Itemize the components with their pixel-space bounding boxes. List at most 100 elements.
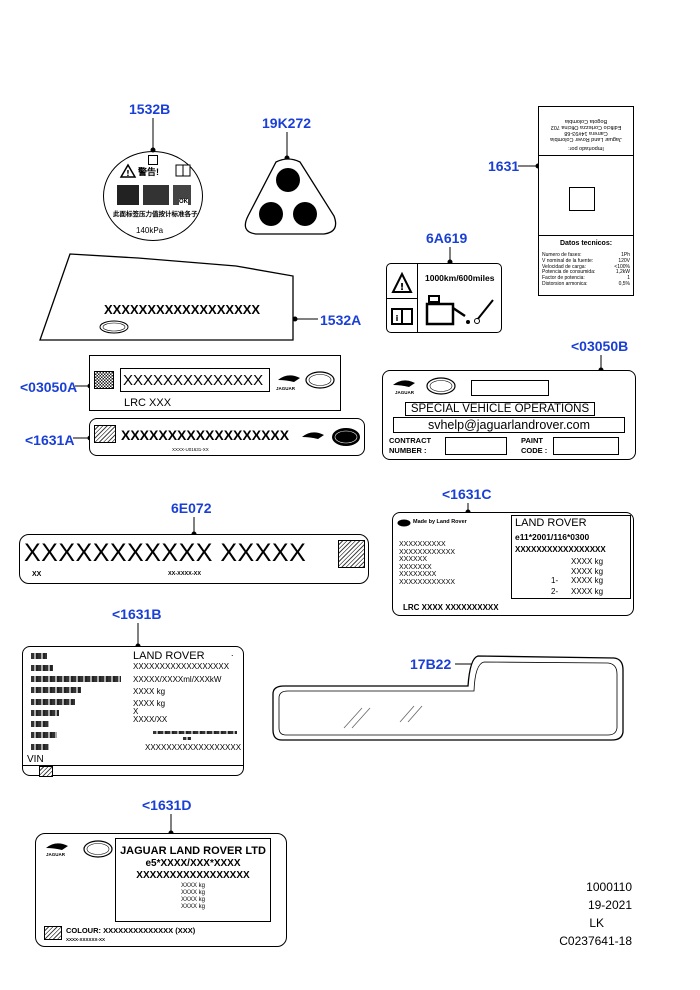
label-6E072: XXXXXXXXXXX XXXXX XX XX-XXXX-XX [19, 534, 369, 584]
blurred-field [153, 731, 237, 734]
weight: XXXX kg [571, 576, 604, 585]
vin: XXXXXXXXXXXXXXXXX [515, 545, 606, 554]
blurred-field [31, 665, 53, 671]
checker-swatch [94, 371, 114, 389]
footer-line-3: LK [589, 916, 604, 930]
label-1532A-code: XXXXXXXXXXXXXXXXXX [104, 302, 261, 317]
callout-1631A: <1631A [25, 432, 75, 448]
ok-text: OK [179, 199, 188, 205]
lrc-text: LRC XXX [124, 397, 172, 409]
land-rover-logo-icon [397, 519, 411, 527]
tech-row: Numero de fases:1Ph [542, 252, 630, 258]
left-line: XXXXXXXX [399, 571, 437, 579]
callout-03050B: <03050B [571, 338, 629, 354]
code-box [120, 368, 270, 392]
code-label: CODE : [521, 446, 548, 455]
left-line: XXXXXXXXXXXX [399, 578, 456, 586]
blurred-field [31, 732, 57, 738]
svg-text:!: ! [400, 282, 405, 293]
label-1532B: ! 警告! OK 此面标签压力值按计标准各子 140kPa [103, 151, 203, 241]
sub-text: XXXX-U01631-XX [172, 447, 209, 452]
tech-row: Velocidad de carga:<100% [542, 263, 630, 270]
vin-label: VIN [27, 754, 44, 765]
footer-line-4: C0237641-18 [559, 934, 632, 948]
callout-1631B: <1631B [112, 606, 162, 622]
footer-line-1: 1000110 [586, 880, 632, 894]
email-text: svhelp@jaguarlandrover.com [427, 418, 591, 432]
weight: XXXX kg [571, 587, 604, 596]
label-6A619: ! i 1000km/600miles [386, 263, 502, 333]
divider [23, 765, 243, 766]
tech-row: Distorsion armonica:0,5% [542, 280, 630, 287]
brand-logos-icon [393, 377, 456, 395]
warning-text: 警告! [138, 167, 159, 177]
jaguar-wordmark: JAGUAR [276, 386, 296, 391]
line: X [133, 707, 139, 716]
svo-box [405, 402, 595, 416]
tech-row: V nominal de la fuente:120V [542, 257, 630, 264]
label-1532A [39, 253, 294, 341]
callout-6E072: 6E072 [171, 500, 212, 516]
weight: XXXX kg [180, 883, 205, 889]
importer-line: Edificio Cortezza Oficina 702 [550, 124, 622, 130]
imported-by: Importado por: [568, 145, 604, 151]
colour: COLOUR: XXXXXXXXXXXXXX (XXX) [66, 926, 196, 935]
contract-field [445, 437, 507, 455]
small-box-icon [148, 155, 158, 165]
blurred-field [31, 699, 75, 705]
brand-logos-icon [46, 840, 113, 858]
line: XXXXXXXXXXXXXXXXXX [133, 662, 230, 671]
maker: LAND ROVER [515, 517, 587, 529]
contract-label: CONTRACT [389, 436, 432, 445]
blurred-field [183, 737, 191, 740]
callout-1631: 1631 [488, 158, 520, 174]
data-box [511, 515, 631, 599]
callout-1532A: 1532A [320, 312, 362, 328]
left-code: XX [32, 571, 42, 578]
hatch-swatch [338, 540, 365, 568]
left-line: XXXXXXXXXXXX [399, 548, 456, 556]
label-1631B: LAND ROVER . XXXXXXXXXXXXXXXXXX XXXXX/XX… [22, 646, 244, 777]
brand-logos-icon [302, 428, 360, 446]
manual-book-icon: i [391, 308, 413, 325]
svg-text:!: ! [126, 169, 130, 178]
callout-19K272: 19K272 [262, 115, 312, 131]
left-line: XXXXXX [399, 556, 428, 564]
blurred-field [31, 744, 49, 750]
callout-03050A: <03050A [20, 379, 78, 395]
blurred-field [31, 710, 59, 716]
svg-text:i: i [396, 314, 399, 323]
callout-17B22: 17B22 [410, 656, 452, 672]
blank-field [471, 380, 549, 396]
paint-field [553, 437, 619, 455]
importer-block: Importado por: Jaguar Land Rover Colombi… [539, 107, 633, 155]
weight: XXXX kg [180, 890, 205, 896]
blank-square [569, 187, 595, 211]
paint-label: PAINT [521, 436, 543, 445]
label-03050B: JAGUAR SPECIAL VEHICLE OPERATIONS svhelp… [382, 370, 636, 460]
callout-1532B: 1532B [129, 101, 171, 117]
tech-row: Factor de potencia:1 [542, 275, 630, 282]
brand-logos-icon [278, 371, 335, 389]
weight: XXXX kg [571, 557, 604, 566]
vin: XXXXXXXXXXXXXXXXX [136, 870, 250, 881]
number-label: NUMBER : [389, 446, 427, 455]
jaguar-wordmark: JAGUAR [395, 390, 415, 395]
sub-code: XXXX-XXXXXX-XX [66, 937, 106, 942]
email-box [393, 417, 625, 433]
blurred-field [31, 676, 121, 682]
weight: XXXX kg [180, 897, 205, 903]
callout-6A619: 6A619 [426, 230, 468, 246]
callout-1631D: <1631D [142, 797, 192, 813]
label-19K272 [244, 158, 337, 235]
label-1631D: JAGUAR JAGUAR LAND ROVER LTD e5*XXXX/XXX… [35, 833, 287, 947]
warning-triangle-icon: ! [117, 163, 191, 205]
tech-row: Potencia de consumida:1,2kW [542, 269, 630, 276]
importer-line: Jaguar Land Rover Colombia [550, 136, 622, 142]
code-text: XXXXXXXXXXXXXX [123, 372, 264, 389]
lrc: LRC XXXX XXXXXXXXXX [403, 603, 499, 612]
code-text: XXXXXXXXXXXXXXXXXX [121, 427, 290, 443]
warning-triangle-icon: ! [391, 271, 413, 293]
label-03050A: XXXXXXXXXXXXXX LRC XXX JAGUAR [89, 355, 341, 411]
dot: . [231, 648, 234, 658]
